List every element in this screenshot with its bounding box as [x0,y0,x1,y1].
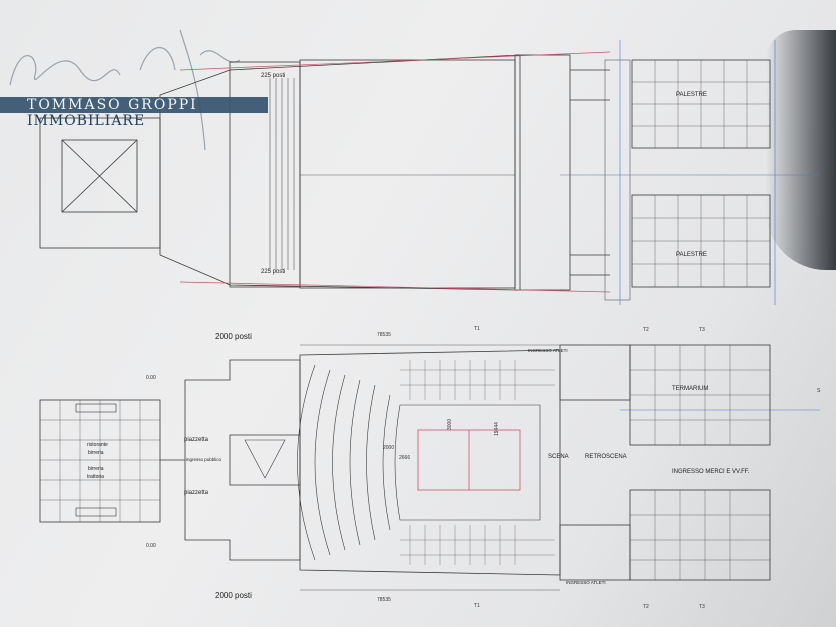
level-mark-1: 0.00 [146,375,156,381]
upper-red-lines [179,51,611,293]
court-dimension-3: 3000 [447,419,453,430]
court-dimension-4: 19444 [494,422,500,436]
athletes-entrance-bottom: INGRESSO ATLETI [566,580,606,585]
watermark-logo: TOMMASO GROPPI IMMOBILIARE [0,97,268,131]
public-entrance-label: ingresso pubblico [186,457,222,462]
stage-label: SCENA [548,454,569,460]
dimension-top: 78535 [377,332,391,338]
court-outline [417,429,521,491]
sheet-shadow [766,30,836,270]
square-label-1: piazzetta [184,437,209,443]
trattoria-label: trattoria [87,474,104,480]
square-label-2: piazzetta [184,490,209,496]
axis-mark-right-3: T2 [643,604,649,610]
goods-entrance-label: INGRESSO MERCI E VV.FF. [672,469,750,475]
gym-label-2: PALESTRE [676,252,707,258]
level-mark-2: 0.00 [146,543,156,549]
spa-label: TERMARIUM [672,386,708,392]
seats-label-upper: 225 posti [261,73,285,79]
section-mark: S [817,388,821,394]
axis-blue-lines [560,40,820,411]
athletes-entrance-top: INGRESSO ATLETI [528,348,568,353]
axis-mark-right-1: T2 [643,327,649,333]
axis-mark-right-4: T3 [699,604,705,610]
court-dimension-1: 2000 [383,445,394,451]
seats-label-lower: 225 posti [261,269,285,275]
axis-mark-top: T1 [474,326,480,332]
watermark-bar [0,97,268,113]
axis-mark-bottom: T1 [474,603,480,609]
signature-scribble [9,29,241,151]
capacity-label-bottom: 2000 posti [215,591,252,600]
watermark-name: TOMMASO GROPPI [27,97,198,113]
capacity-label-top: 2000 posti [215,332,252,341]
ground-floor-plan [39,344,771,591]
upper-floor-plan [39,54,771,301]
backstage-label: RETROSCENA [585,454,627,460]
brewery-label-2: birreria [88,466,104,472]
dimension-bottom: 78535 [377,597,391,603]
court-dimension-2: 2666 [399,455,410,461]
axis-mark-right-2: T3 [699,327,705,333]
restaurant-label: ristorante [87,442,108,448]
gym-label-1: PALESTRE [676,92,707,98]
brewery-label-1: birreria [88,450,104,456]
watermark-subtitle: IMMOBILIARE [27,113,146,129]
